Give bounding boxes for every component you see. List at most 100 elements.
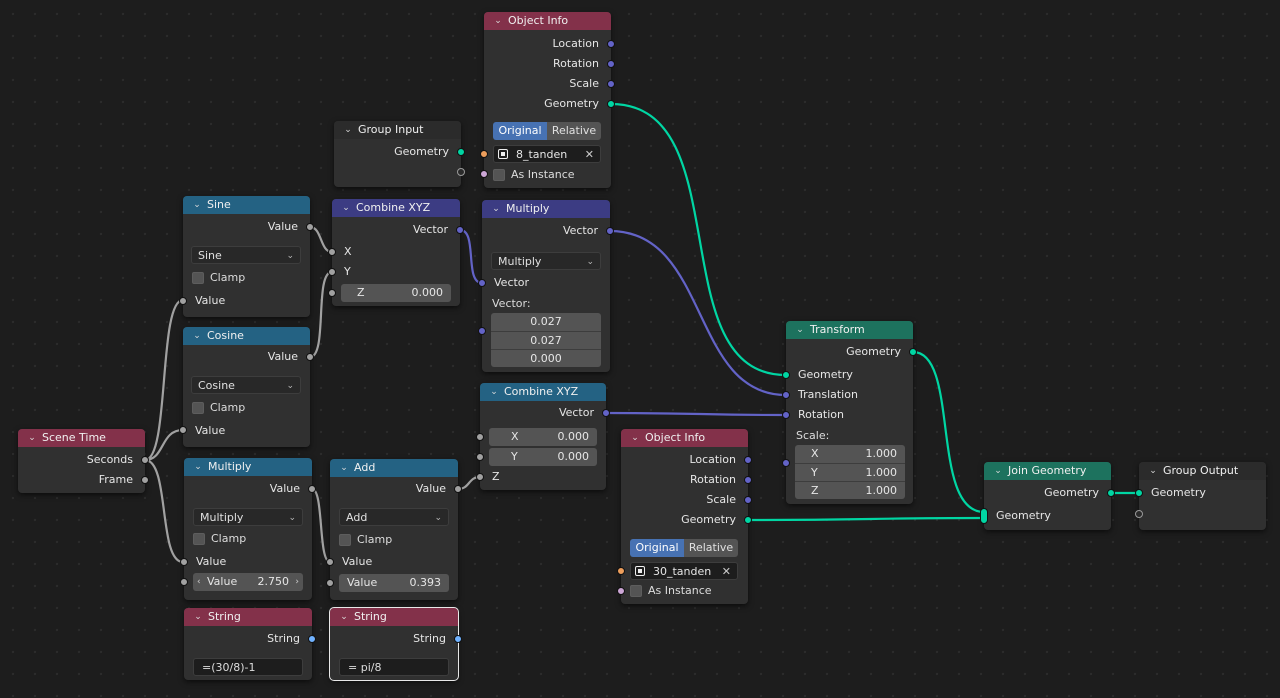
node-header[interactable]: ⌄Combine XYZ (332, 199, 460, 217)
socket-in-as-instance[interactable] (480, 170, 488, 178)
chevron-down-icon[interactable]: ⌄ (994, 466, 1002, 476)
as-instance-checkbox[interactable]: As Instance (630, 583, 712, 599)
operation-dropdown[interactable]: Multiply⌄ (193, 508, 303, 526)
operation-dropdown[interactable]: Multiply⌄ (491, 252, 601, 270)
socket-in-value-2[interactable] (326, 579, 334, 587)
node-header[interactable]: ⌄Object Info (484, 12, 611, 30)
string-node-2[interactable]: ⌄String String = pi/8 (329, 607, 462, 681)
socket-out-geometry[interactable] (909, 348, 917, 356)
socket-in-value[interactable] (326, 558, 334, 566)
clamp-checkbox[interactable]: Clamp (192, 270, 245, 286)
group-output-node[interactable]: ⌄Group Output Geometry (1135, 462, 1266, 530)
socket-in-x[interactable] (328, 248, 336, 256)
relative-option[interactable]: Relative (684, 539, 738, 557)
socket-out-vector[interactable] (602, 409, 610, 417)
socket-out-value[interactable] (454, 485, 462, 493)
node-header[interactable]: ⌄Multiply (184, 458, 312, 476)
socket-in-geometry[interactable] (782, 371, 790, 379)
socket-frame[interactable] (141, 476, 149, 484)
socket-out-rotation[interactable] (744, 476, 752, 484)
socket-out-value[interactable] (306, 223, 314, 231)
socket-in-y[interactable] (476, 453, 484, 461)
object-info-node-2[interactable]: ⌄Object Info Location Rotation Scale Geo… (617, 429, 752, 604)
chevron-right-icon[interactable]: › (295, 577, 299, 587)
node-header[interactable]: ⌄Group Input (334, 121, 461, 139)
chevron-left-icon[interactable]: ‹ (197, 577, 201, 587)
original-option[interactable]: Original (630, 539, 684, 557)
node-header[interactable]: ⌄Object Info (621, 429, 748, 447)
vector-z-field[interactable]: 0.000 (491, 349, 601, 367)
transform-space-toggle[interactable]: Original Relative (630, 539, 738, 557)
node-header[interactable]: ⌄Scene Time (18, 429, 145, 447)
close-icon[interactable]: ✕ (584, 148, 594, 161)
relative-option[interactable]: Relative (547, 122, 601, 140)
socket-in-value[interactable] (179, 297, 187, 305)
chevron-down-icon[interactable]: ⌄ (492, 204, 500, 214)
object-selector[interactable]: 30_tanden ✕ (630, 562, 738, 580)
socket-out-string[interactable] (454, 635, 462, 643)
socket-in-empty[interactable] (1135, 510, 1143, 518)
socket-out-rotation[interactable] (607, 60, 615, 68)
node-header[interactable]: ⌄Join Geometry (984, 462, 1111, 480)
socket-out-vector[interactable] (606, 227, 614, 235)
socket-in-scale[interactable] (782, 459, 790, 467)
socket-out-string[interactable] (308, 635, 316, 643)
socket-in-rotation[interactable] (782, 411, 790, 419)
socket-in-y[interactable] (328, 268, 336, 276)
socket-out-location[interactable] (607, 40, 615, 48)
chevron-down-icon[interactable]: ⌄ (193, 331, 201, 341)
socket-in-translation[interactable] (782, 391, 790, 399)
join-geometry-node[interactable]: ⌄Join Geometry Geometry Geometry (980, 462, 1115, 530)
socket-out-geometry[interactable] (744, 516, 752, 524)
node-header[interactable]: ⌄String (184, 608, 312, 626)
chevron-down-icon[interactable]: ⌄ (796, 325, 804, 335)
node-header[interactable]: ⌄Group Output (1139, 462, 1266, 480)
socket-in-value[interactable] (180, 558, 188, 566)
chevron-down-icon[interactable]: ⌄ (194, 462, 202, 472)
socket-out-scale[interactable] (744, 496, 752, 504)
sine-node[interactable]: ⌄Sine Value Sine⌄ Clamp Value (179, 196, 314, 317)
close-icon[interactable]: ✕ (721, 565, 731, 578)
string-input[interactable]: = pi/8 (339, 658, 449, 676)
socket-out-location[interactable] (744, 456, 752, 464)
socket-out-vector[interactable] (456, 226, 464, 234)
socket-out-value[interactable] (308, 485, 316, 493)
chevron-down-icon[interactable]: ⌄ (1149, 466, 1157, 476)
scene-time-node[interactable]: ⌄Scene Time Seconds Frame (18, 429, 149, 493)
vector-multiply-node[interactable]: ⌄Multiply Vector Multiply⌄ Vector Vector… (478, 200, 614, 372)
socket-in-vector-2[interactable] (478, 327, 486, 335)
socket-in-object[interactable] (480, 150, 488, 158)
node-header[interactable]: ⌄Combine XYZ (480, 383, 606, 401)
socket-in-object[interactable] (617, 567, 625, 575)
transform-space-toggle[interactable]: Original Relative (493, 122, 601, 140)
socket-out-geometry[interactable] (607, 100, 615, 108)
socket-in-value[interactable] (179, 426, 187, 434)
socket-in-geometry[interactable] (1135, 489, 1143, 497)
node-header[interactable]: ⌄Add (330, 459, 458, 477)
vector-y-field[interactable]: 0.027 (491, 331, 601, 349)
cosine-node[interactable]: ⌄Cosine Value Cosine⌄ Clamp Value (179, 327, 314, 447)
socket-in-geometry-multi[interactable] (980, 508, 988, 524)
vector-x-field[interactable]: 0.027 (491, 313, 601, 331)
socket-in-x[interactable] (476, 433, 484, 441)
node-header[interactable]: ⌄Sine (183, 196, 310, 214)
socket-out-geometry[interactable] (457, 148, 465, 156)
socket-out-scale[interactable] (607, 80, 615, 88)
clamp-checkbox[interactable]: Clamp (193, 531, 246, 547)
string-input[interactable]: =(30/8)-1 (193, 658, 303, 676)
socket-out-geometry[interactable] (1107, 489, 1115, 497)
group-input-node[interactable]: ⌄Group Input Geometry (334, 121, 465, 187)
node-header[interactable]: ⌄Multiply (482, 200, 610, 218)
transform-node[interactable]: ⌄Transform Geometry Geometry Translation… (782, 321, 917, 504)
operation-dropdown[interactable]: Cosine⌄ (191, 376, 301, 394)
